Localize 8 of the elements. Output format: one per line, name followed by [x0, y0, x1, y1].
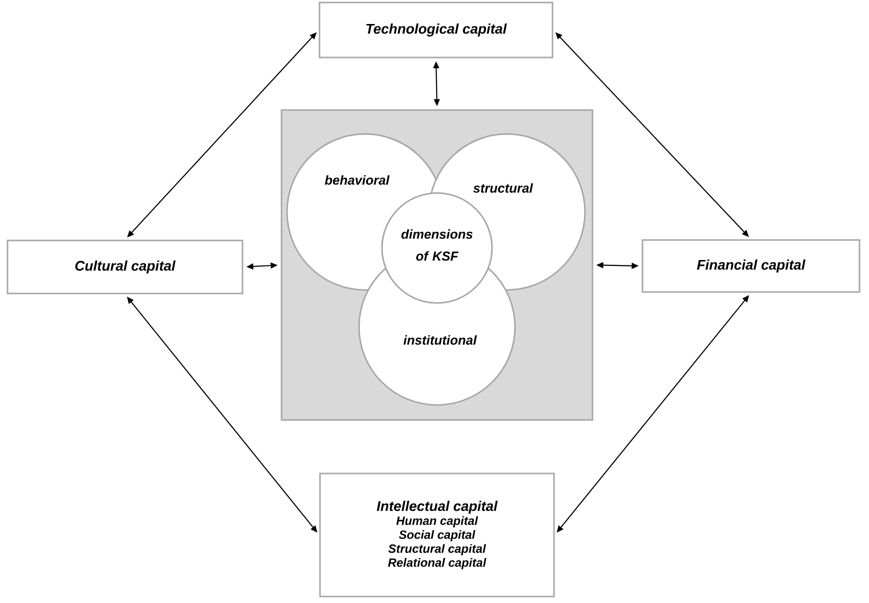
circle-label: institutional	[404, 335, 477, 345]
capital-box: Financial capital	[642, 239, 860, 293]
capital-box: Cultural capital	[6, 240, 244, 294]
capital-box: Technological capital	[318, 2, 554, 58]
circle-label: behavioral	[324, 175, 390, 185]
circle-label: structural	[473, 183, 534, 193]
capital-box: Intellectual capital Human capital Social capital Structural capital Relational capital	[319, 472, 555, 598]
circle-label: dimensions of KSF	[401, 229, 473, 261]
